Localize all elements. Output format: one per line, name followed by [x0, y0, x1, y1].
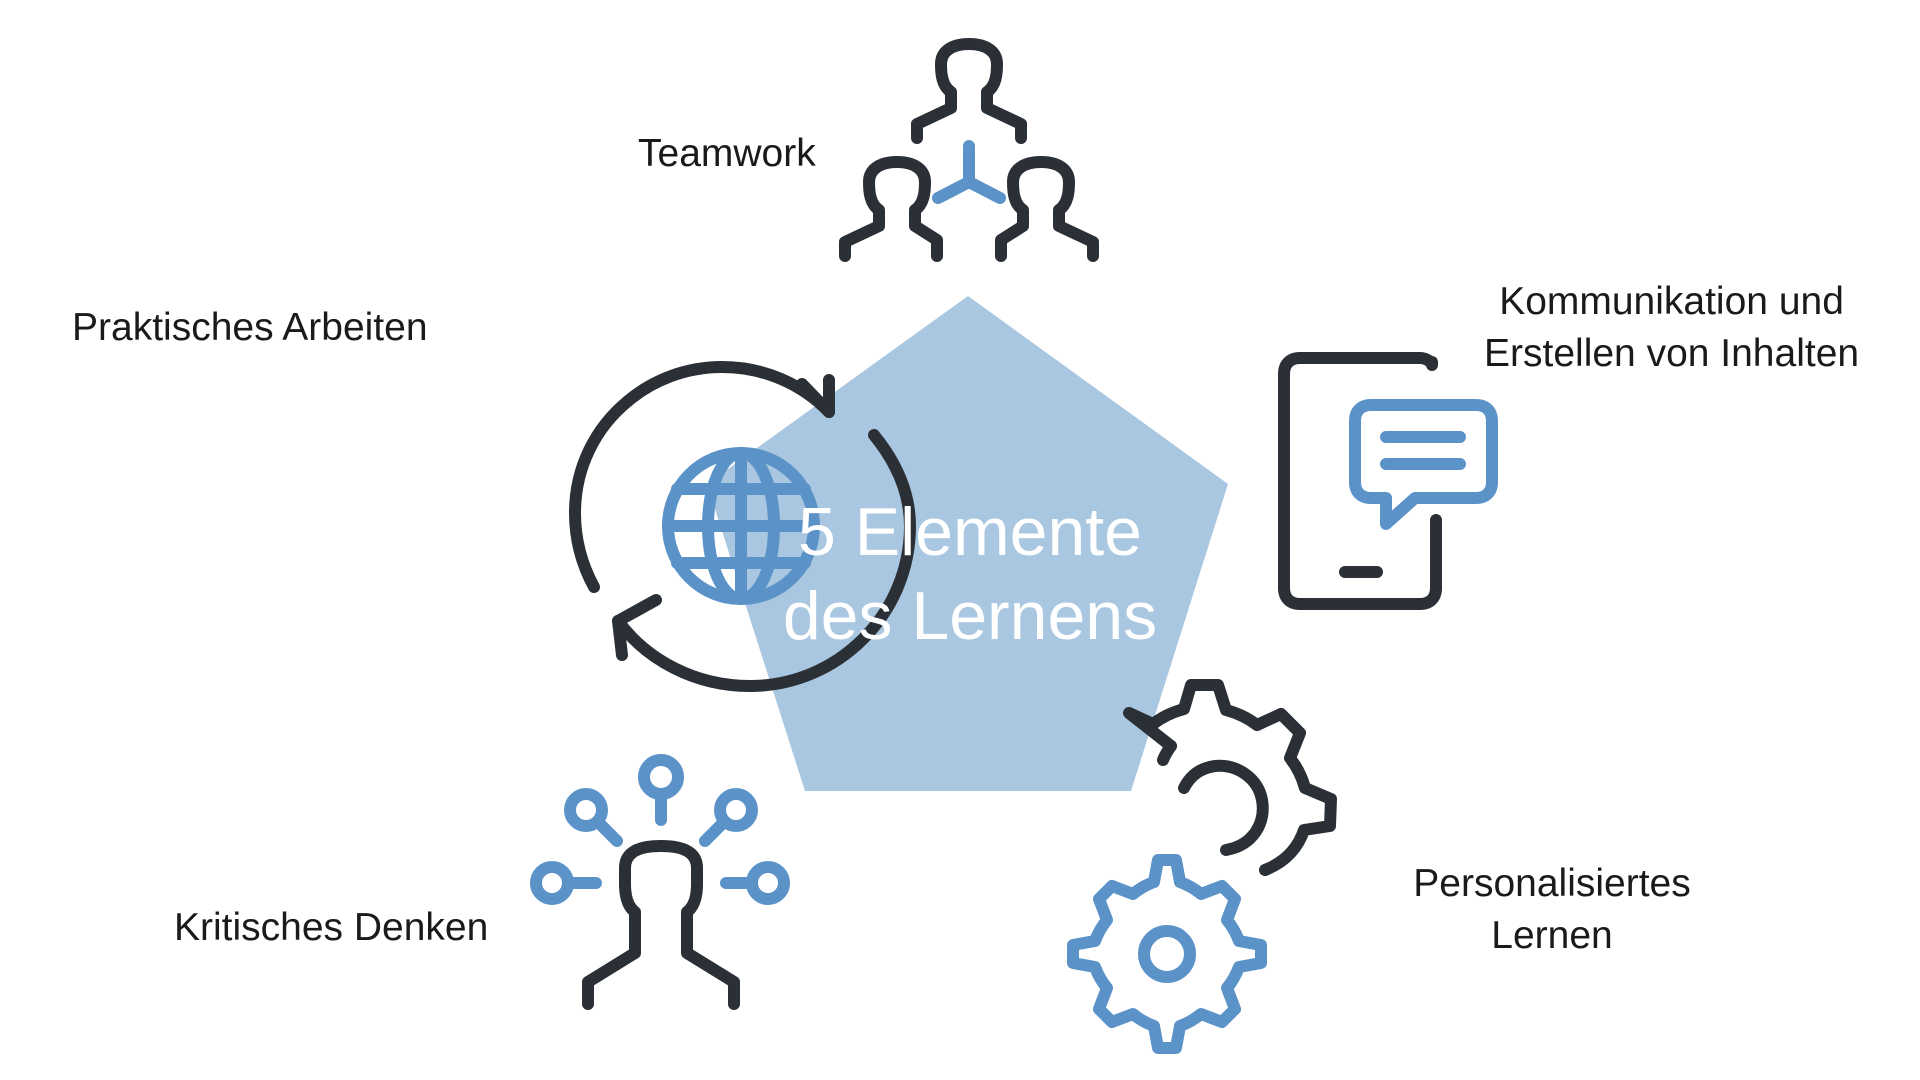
label-kommunikation: Kommunikation und Erstellen von Inhalten [1484, 276, 1859, 380]
label-personalisiertes-line1: Personalisiertes [1413, 862, 1691, 905]
label-personalisiertes-line2: Lernen [1491, 914, 1613, 957]
label-teamwork: Teamwork [638, 132, 816, 175]
person-ideas-icon [530, 754, 790, 1010]
label-praktisches-arbeiten: Praktisches Arbeiten [72, 306, 428, 349]
center-title-line2: des Lernens [782, 578, 1158, 654]
center-title: 5 Elemente des Lernens [700, 490, 1240, 658]
globe-cycle-icon [569, 361, 916, 692]
label-kommunikation-line2: Erstellen von Inhalten [1484, 332, 1860, 375]
label-kommunikation-line1: Kommunikation und [1499, 280, 1844, 323]
label-personalisiertes-lernen: Personalisiertes Lernen [1402, 858, 1702, 962]
smartphone-chat-icon [1278, 352, 1498, 610]
team-network-icon [839, 38, 1099, 262]
gears-icon [1067, 679, 1337, 1054]
label-kritisches-denken: Kritisches Denken [174, 906, 489, 949]
center-pentagon [707, 296, 1228, 791]
center-title-line1: 5 Elemente [798, 494, 1142, 570]
